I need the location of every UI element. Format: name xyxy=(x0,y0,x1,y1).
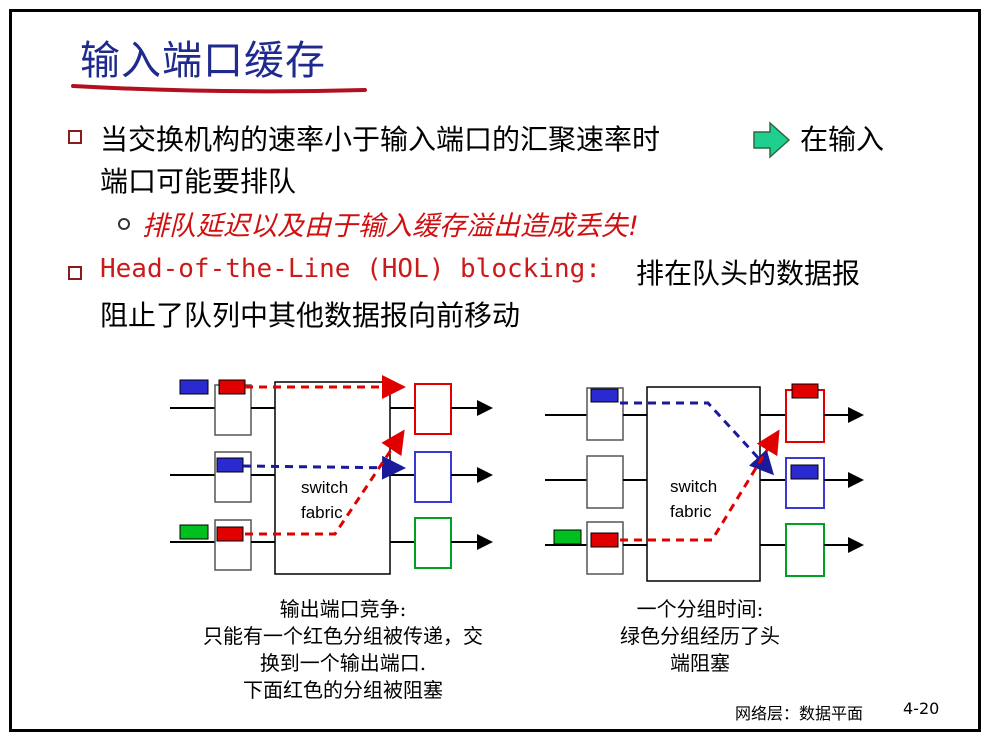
blue-packet xyxy=(590,388,619,403)
bullet-marker xyxy=(68,266,82,280)
blue-packet xyxy=(790,464,819,480)
right-switch-diagram: switch fabric xyxy=(545,383,864,582)
right-caption-line: 端阻塞 xyxy=(670,651,730,675)
output-queue xyxy=(414,383,452,435)
red-path xyxy=(620,429,780,542)
blue-path xyxy=(620,401,775,476)
right-caption-line: 一个分组时间: xyxy=(636,597,764,621)
fabric-label-line-2: fabric xyxy=(670,502,712,521)
sub-bullet-marker xyxy=(118,218,130,230)
right-caption: 一个分组时间: 绿色分组经历了头 端阻塞 xyxy=(575,596,825,677)
left-caption-line: 换到一个输出端口. xyxy=(259,651,427,675)
slide-title: 输入端口缓存 xyxy=(80,38,326,84)
blue-path xyxy=(242,455,406,480)
slide-frame xyxy=(9,9,981,732)
bullet-2-line-2: 阻止了队列中其他数据报向前移动 xyxy=(100,299,521,332)
bullet-1-line-1-tail: 在输入 xyxy=(800,123,885,156)
title-underline xyxy=(71,84,367,94)
red-packet xyxy=(216,526,244,542)
output-queue xyxy=(414,517,452,569)
left-caption-line: 下面红色的分组被阻塞 xyxy=(243,678,443,702)
red-packet xyxy=(218,379,246,395)
left-switch-diagram: switch fabric xyxy=(170,375,493,575)
red-packet xyxy=(791,383,819,399)
right-caption-line: 绿色分组经历了头 xyxy=(620,624,780,648)
bullet-1-line-2: 端口可能要排队 xyxy=(100,165,297,198)
switch-fabric xyxy=(646,386,761,582)
green-packet xyxy=(553,529,582,545)
red-path xyxy=(245,429,405,536)
fabric-label-line-2: fabric xyxy=(301,503,343,522)
bullet-marker xyxy=(68,130,82,144)
green-packet xyxy=(179,524,209,540)
footer-section: 网络层：数据平面 xyxy=(735,704,864,723)
input-queue xyxy=(586,455,624,509)
red-packet xyxy=(590,532,619,548)
output-queue xyxy=(785,523,825,577)
left-caption: 输出端口竞争: 只能有一个红色分组被传递，交 换到一个输出端口. 下面红色的分组… xyxy=(168,596,518,704)
output-queue xyxy=(414,451,452,503)
hol-term: Head-of-the-Line (HOL) blocking: xyxy=(100,254,601,284)
left-caption-line: 只能有一个红色分组被传递，交 xyxy=(203,624,483,648)
fabric-label-line-1: switch xyxy=(301,478,348,497)
blue-packet xyxy=(216,457,244,473)
input-queue xyxy=(586,521,624,575)
bullet-1-line-1: 当交换机构的速率小于输入端口的汇聚速率时 xyxy=(100,123,661,156)
arrow-right-icon xyxy=(753,121,791,159)
bullet-2-line-1-tail: 排在队头的数据报 xyxy=(636,257,861,290)
fabric-label-line-1: switch xyxy=(670,477,717,496)
blue-packet xyxy=(179,379,209,395)
footer-page-number: 4-20 xyxy=(903,699,940,718)
left-caption-line: 输出端口竞争: xyxy=(279,597,407,621)
sub-bullet-text: 排队延迟以及由于输入缓存溢出造成丢失! xyxy=(142,211,639,242)
